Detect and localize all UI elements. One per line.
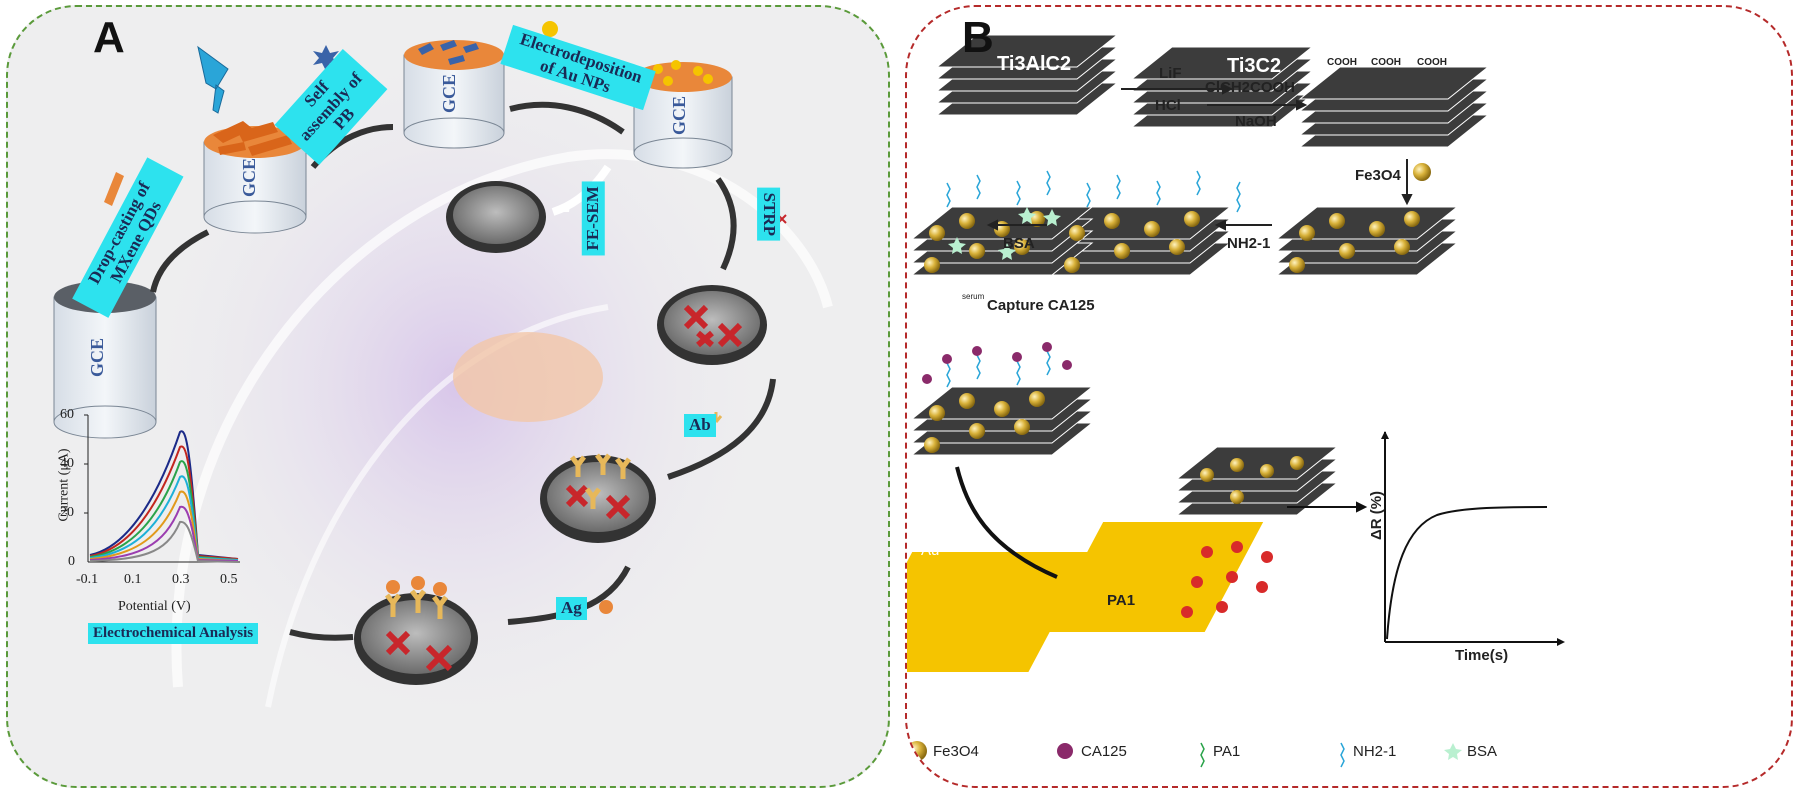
au-chip	[907, 552, 1093, 672]
stack-ti3alc2	[935, 34, 1119, 116]
stack-nh2	[1048, 206, 1232, 276]
cell-nucleus	[453, 332, 603, 422]
label-ti3alc2: Ti3AlC2	[997, 53, 1072, 75]
label-serum: serum	[962, 292, 985, 301]
flow-arrows	[150, 101, 776, 641]
response-xlabel: Time(s)	[1455, 647, 1509, 664]
ag-icon	[599, 600, 613, 614]
label-au: Au	[921, 542, 940, 559]
stack-cooh	[1298, 66, 1490, 148]
label-fe3o4-step: Fe3O4	[1355, 167, 1401, 184]
stack-over-chip	[1175, 446, 1339, 516]
result-arrow	[1287, 501, 1368, 513]
row3-ca125	[922, 342, 1072, 384]
gce-pb	[403, 40, 505, 149]
sem-disc-2	[657, 285, 767, 365]
label-ag: Ag	[556, 597, 587, 620]
label-cooh: COOH	[1371, 57, 1401, 68]
row3-particles	[924, 391, 1045, 453]
plot-ytick: 0	[68, 554, 75, 569]
panel-b-label: B	[962, 13, 994, 62]
panel-a: A GCE GCE GCE GCE Drop-casting of MXene …	[6, 5, 890, 788]
label-bsa-step: BSA	[1003, 235, 1035, 252]
legend-pa1: PA1	[1213, 743, 1241, 760]
plot-ytick: 40	[60, 456, 74, 471]
label-naoh: NaOH	[1235, 113, 1277, 130]
plot-xtick: 0.3	[172, 572, 190, 587]
pb-star-icon	[313, 45, 339, 71]
label-capture: Capture CA125	[987, 297, 1095, 314]
plot-xtick: -0.1	[76, 572, 99, 587]
panel-a-graphics	[53, 21, 833, 747]
panel-a-label: A	[93, 13, 125, 62]
label-pa1-step: PA1	[1107, 592, 1136, 609]
plot-xlabel: Potential (V)	[118, 599, 191, 614]
panel-b: B Ti3AlC2 Ti3C2 LiF HCl ClCH2COOH NaOH C…	[905, 5, 1793, 788]
label-clch2cooh: ClCH2COOH	[1205, 79, 1296, 96]
legend-fe3o4: Fe3O4	[933, 743, 979, 760]
gce-label-mxene: GCE	[239, 157, 260, 198]
gce-mxene	[203, 121, 307, 234]
au-np-icon	[542, 21, 558, 37]
stack-fe3o4	[1275, 206, 1459, 276]
gce-label-au: GCE	[669, 95, 690, 136]
cv-plot	[84, 414, 240, 563]
response-ylabel: ΔR (%)	[1368, 490, 1386, 541]
label-analysis: Electrochemical Analysis	[88, 623, 259, 644]
panel-b-graphics	[907, 34, 1565, 768]
sem-disc-3	[540, 453, 656, 543]
chip-spots	[1181, 541, 1273, 618]
plot-xtick: 0.1	[124, 572, 142, 587]
row2-bsa-stars	[948, 207, 1061, 260]
curved-arrow	[955, 466, 1058, 579]
legend-nh2: NH2-1	[1353, 743, 1397, 760]
fe3o4-ball-icon	[1413, 163, 1431, 181]
sem-disc-1	[446, 181, 546, 253]
row2-nh2-strands	[946, 170, 1241, 213]
legend-symbols	[907, 741, 1462, 768]
label-strp: STRP	[757, 187, 781, 242]
plot-xtick: 0.5	[220, 572, 238, 587]
gce-au	[633, 60, 733, 169]
label-lif: LiF	[1159, 65, 1182, 82]
label-cooh: COOH	[1417, 57, 1447, 68]
label-hcl: HCl	[1155, 97, 1181, 114]
plot-ytick: 60	[60, 407, 74, 422]
label-ab: Ab	[684, 414, 716, 437]
mxene-flake-icon	[104, 172, 124, 206]
row2-arrows	[986, 219, 1272, 231]
label-fesem: FE-SEM	[581, 181, 605, 256]
row3-strands	[946, 350, 1051, 388]
label-cooh: COOH	[1327, 57, 1357, 68]
plot-ytick: 20	[60, 505, 74, 520]
sem-disc-4	[354, 576, 478, 685]
legend-bsa: BSA	[1467, 743, 1498, 760]
gce-label-pb: GCE	[439, 73, 460, 114]
response-chart	[1381, 431, 1565, 646]
legend-ca125: CA125	[1081, 743, 1127, 760]
row2-particles	[924, 211, 1420, 273]
label-ti3c2: Ti3C2	[1227, 55, 1282, 77]
gce-label-bare: GCE	[87, 337, 108, 378]
row1-arrows	[1121, 83, 1413, 206]
pipette-icon	[197, 45, 229, 114]
label-nh2-step: NH2-1	[1227, 235, 1271, 252]
stack-captured	[910, 386, 1094, 456]
